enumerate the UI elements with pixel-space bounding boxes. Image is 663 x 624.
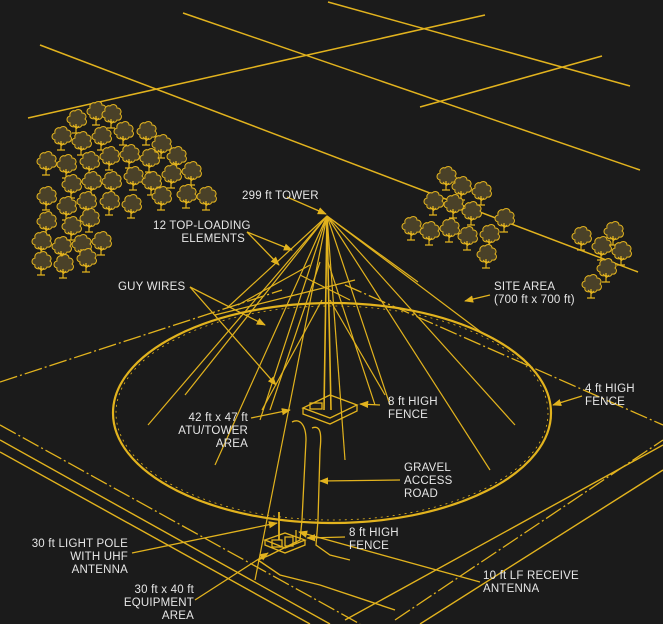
guy-wires-label: GUY WIRES — [118, 281, 186, 293]
lf-receive-antenna-label: 10 ft LF RECEIVE ANTENNA — [483, 570, 579, 595]
four-ft-fence-label: 4 ft HIGH FENCE — [585, 383, 635, 408]
tower-label: 299 ft TOWER — [242, 190, 319, 202]
atu-tower-area — [301, 394, 359, 425]
tower-mast — [323, 215, 332, 411]
site-area-label: SITE AREA (700 ft x 700 ft) — [494, 281, 575, 306]
callout-arrows — [131, 196, 583, 601]
top-loading-elements-label: 12 TOP-LOADING ELEMENTS — [153, 220, 251, 245]
road-grid — [27, 1, 641, 273]
gravel-access-road-label: GRAVEL ACCESS ROAD — [404, 462, 453, 500]
perimeter-road — [0, 439, 663, 624]
tree-cluster-right — [401, 165, 633, 299]
guy-wires — [214, 261, 386, 411]
equipment-area — [263, 512, 307, 554]
tree-cluster-left — [31, 100, 218, 279]
atu-tower-area-label: 42 ft x 47 ft ATU/TOWER AREA — [178, 412, 248, 450]
equipment-fence-label: 8 ft HIGH FENCE — [349, 527, 399, 552]
tower-fence-label: 8 ft HIGH FENCE — [388, 396, 438, 421]
top-loading-elements — [147, 215, 516, 581]
light-pole-label: 30 ft LIGHT POLE WITH UHF ANTENNA — [31, 538, 128, 576]
equipment-area-label: 30 ft x 40 ft EQUIPMENT AREA — [123, 584, 194, 622]
